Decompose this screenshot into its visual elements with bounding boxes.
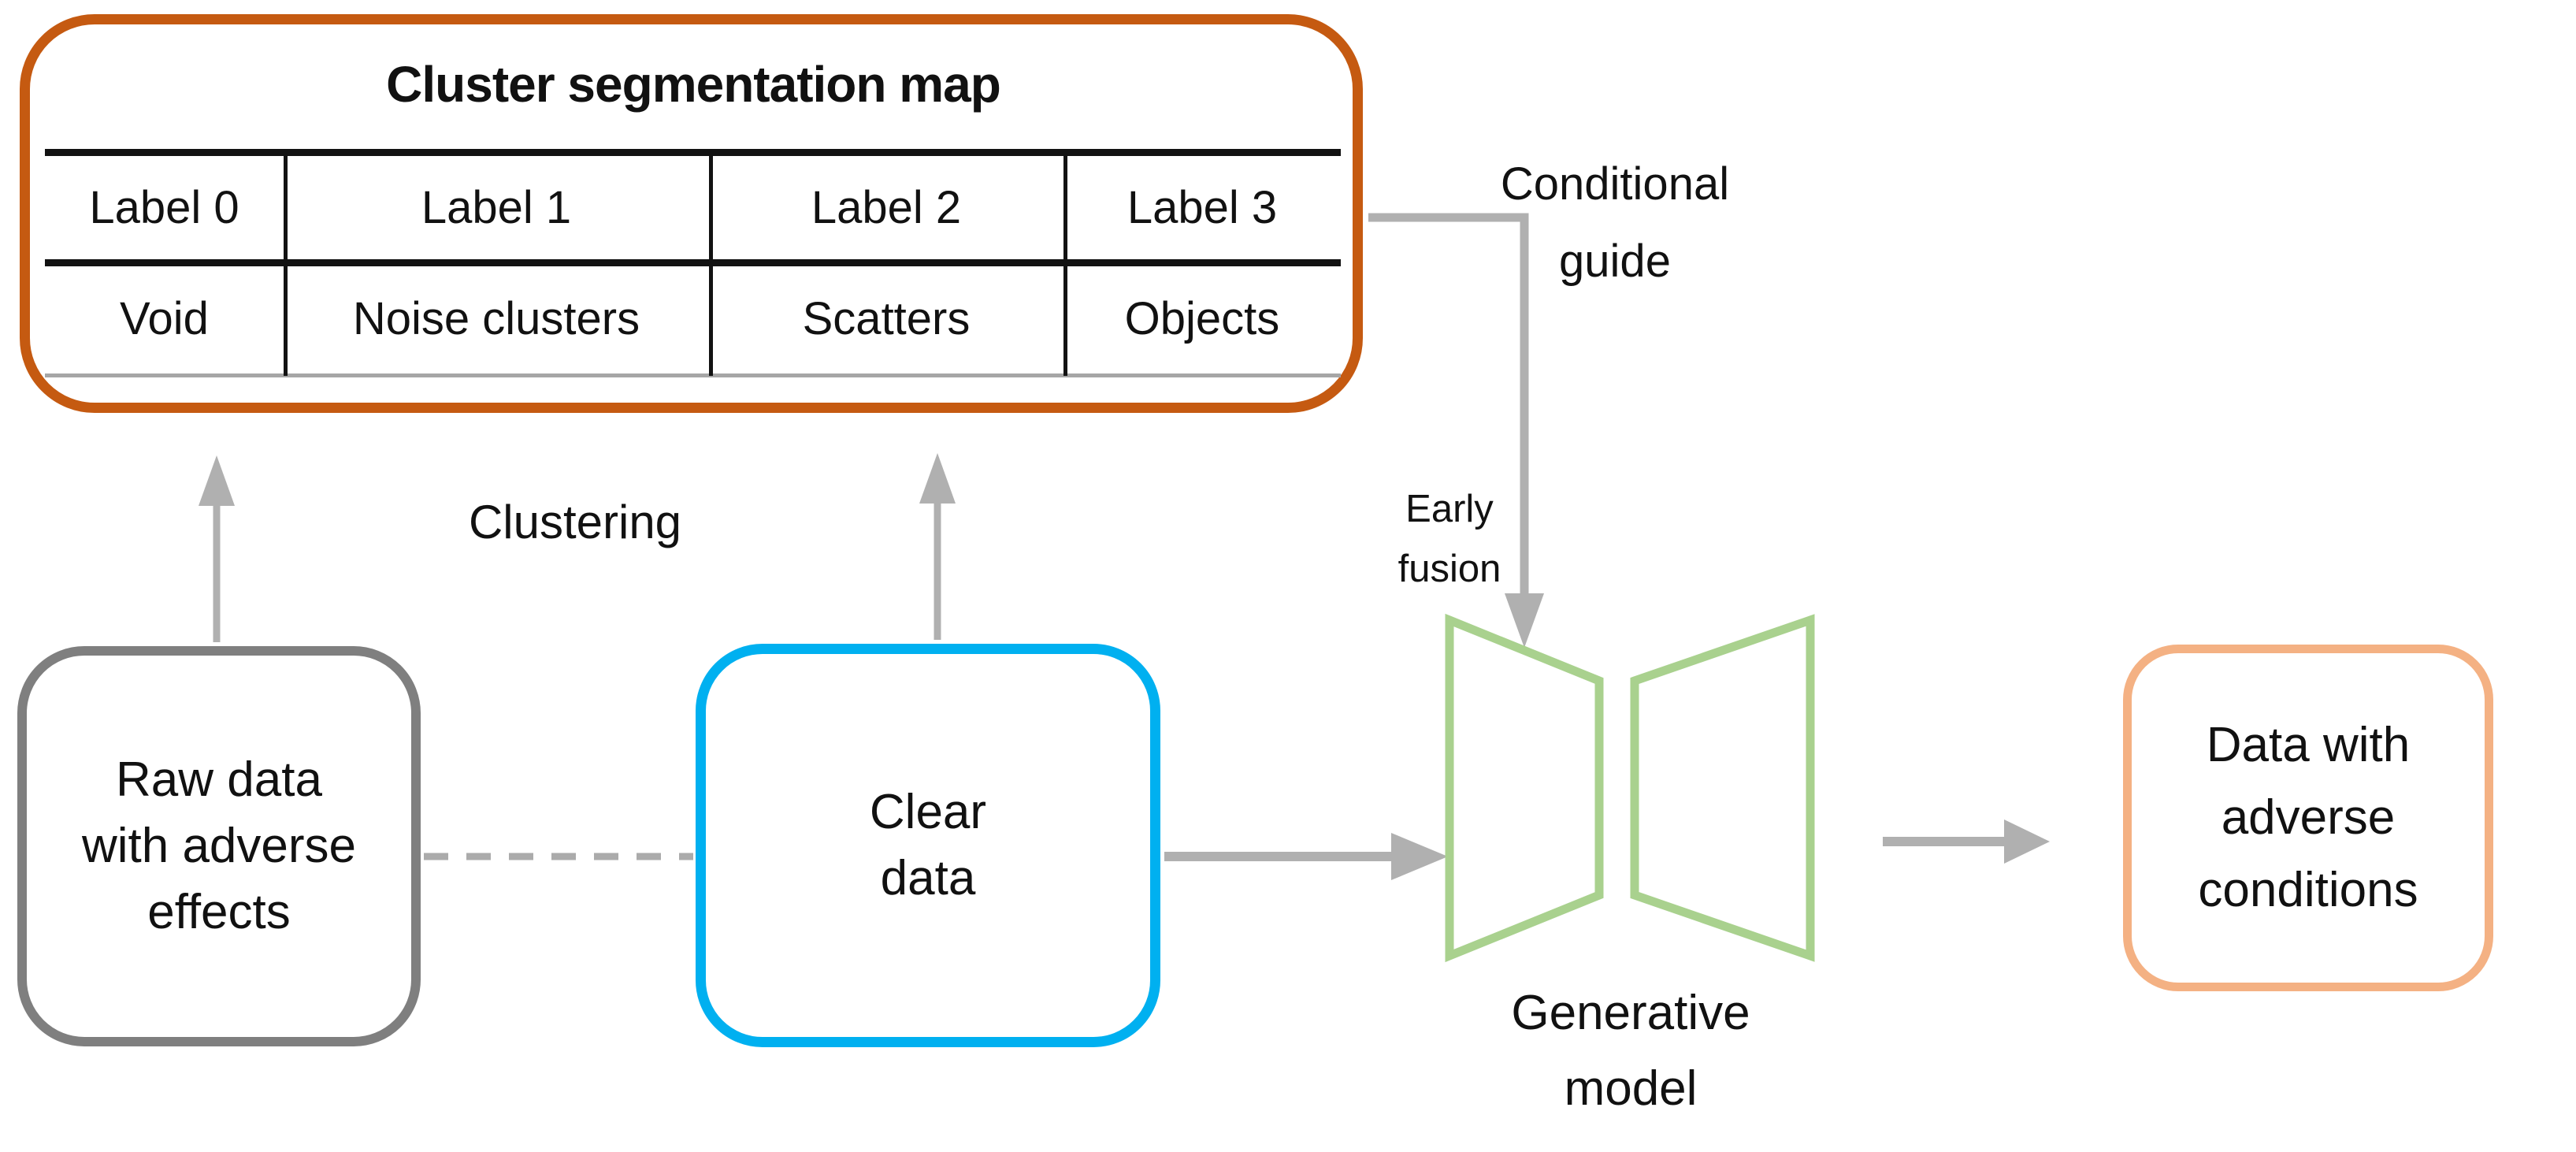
decoder-trapezoid (1630, 614, 1815, 962)
raw-data-line: effects (147, 885, 291, 939)
clustering-label: Clustering (468, 496, 682, 548)
raw-data-line: with adverse (81, 819, 357, 873)
raw-data-node: Raw data with adverse effects (17, 646, 421, 1046)
clear-to-model-arrow-head (1391, 833, 1448, 880)
conditional-guide-connector (1368, 213, 1529, 597)
clear-data-line: Clear (869, 785, 987, 839)
clear-data-line: data (880, 851, 976, 905)
table-divider-2 (709, 149, 713, 376)
conditional-guide-arrow-head (1505, 593, 1544, 648)
table-cell-label-0: Label 0 (89, 182, 239, 233)
table-cell-value-0: Void (120, 292, 209, 344)
output-data-line: Data with (2206, 718, 2411, 772)
cluster-map-title: Cluster segmentation map (386, 56, 1001, 113)
cluster-segmentation-map-box (20, 14, 1363, 413)
table-rule-middle (45, 259, 1341, 266)
output-data-line: adverse (2221, 790, 2396, 845)
clear-data-node: Clear data (696, 644, 1160, 1047)
generative-model-line: model (1564, 1061, 1698, 1116)
model-to-output-arrow-head (2004, 819, 2050, 864)
generative-model-label: Generative model (1442, 975, 1820, 1127)
generative-model-line: Generative (1511, 986, 1750, 1040)
table-cell-value-2: Scatters (802, 292, 971, 344)
conditional-guide-line: Conditional (1500, 158, 1730, 210)
table-rule-top (45, 149, 1341, 156)
table-divider-3 (1063, 149, 1067, 376)
table-cell-value-3: Objects (1124, 292, 1280, 344)
early-fusion-label: Early fusion (1339, 479, 1560, 599)
output-data-line: conditions (2198, 863, 2418, 917)
table-cell-label-1: Label 1 (421, 182, 572, 233)
table-cell-label-2: Label 2 (811, 182, 962, 233)
encoder-trapezoid (1445, 613, 1604, 963)
early-fusion-line: fusion (1397, 548, 1501, 590)
raw-to-map-arrow-head (199, 455, 235, 506)
table-cell-value-1: Noise clusters (352, 292, 640, 344)
table-divider-1 (284, 149, 288, 376)
clear-to-map-arrow-head (919, 453, 956, 504)
output-data-node: Data with adverse conditions (2123, 645, 2493, 991)
table-rule-bottom (45, 373, 1341, 377)
conditional-guide-label: Conditional guide (1457, 146, 1772, 300)
conditional-guide-line: guide (1559, 236, 1671, 287)
table-cell-label-3: Label 3 (1127, 182, 1278, 233)
early-fusion-line: Early (1405, 488, 1494, 530)
raw-data-line: Raw data (116, 753, 322, 807)
